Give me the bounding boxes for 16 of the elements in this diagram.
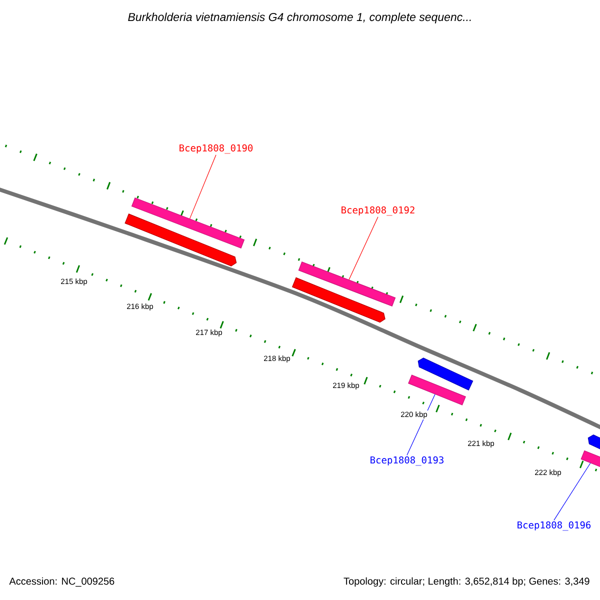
gene-label: Bcep1808_0196	[518, 521, 591, 531]
gene-arrow	[124, 214, 237, 266]
title: Burkholderia vietnamiensis G4 chromosome 1, complete sequenc...	[128, 12, 471, 24]
gene-bar	[408, 374, 466, 406]
footer-text: Topology: circular; Length: 3,652,814 bp; Genes: 3,349	[344, 577, 590, 587]
gene-arrow	[418, 358, 474, 390]
leader-line	[190, 154, 216, 219]
gene-arrow	[588, 434, 600, 450]
leader-line	[348, 216, 378, 280]
gene-bar	[580, 450, 600, 468]
gene-label: Bcep1808_0193	[370, 456, 444, 466]
gene-label: Bcep1808_0192	[342, 206, 414, 216]
leader-line	[554, 462, 591, 520]
gene-label: Bcep1808_0190	[180, 144, 253, 154]
footer-text: Accession: NC_009256	[9, 577, 114, 587]
gene-arrow	[292, 277, 386, 323]
